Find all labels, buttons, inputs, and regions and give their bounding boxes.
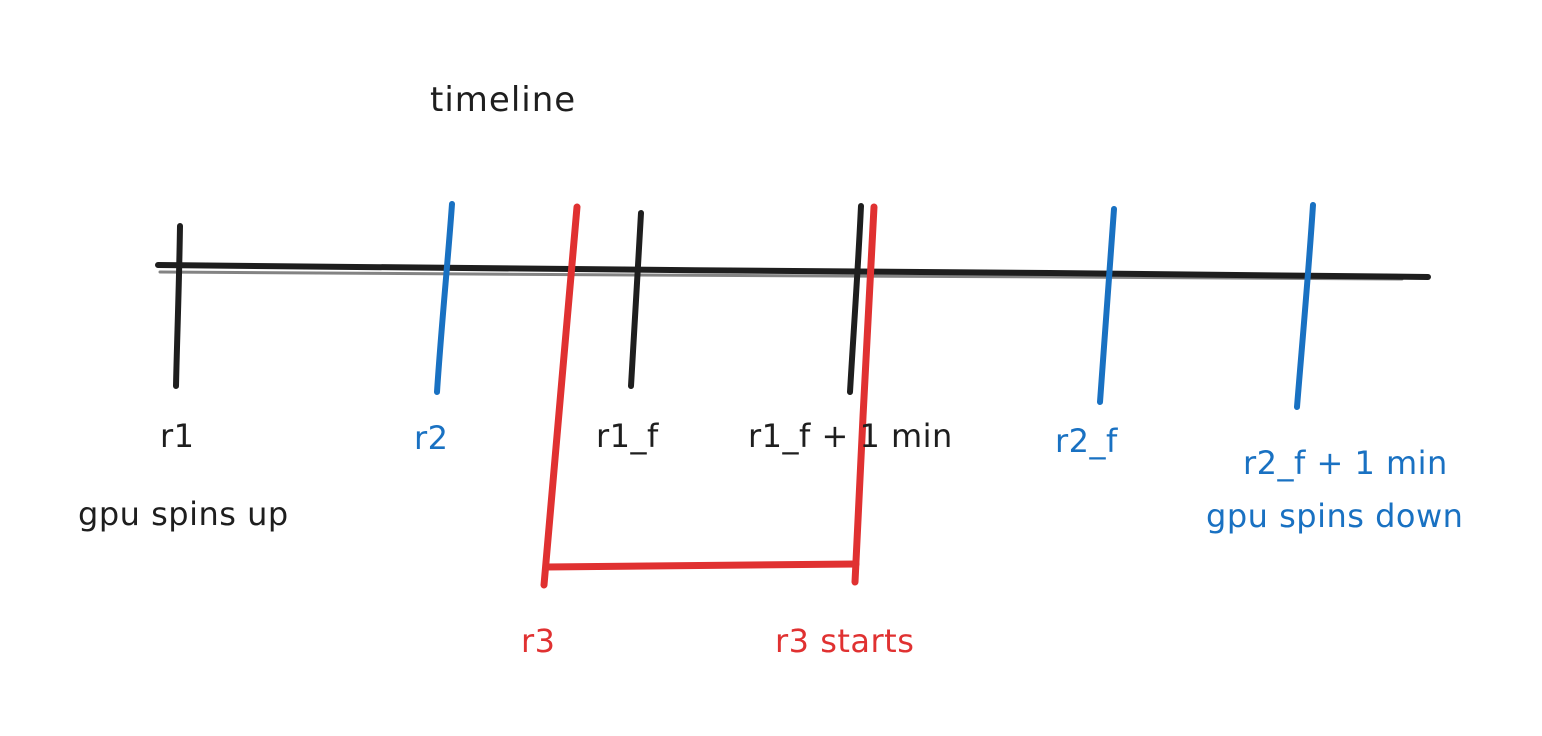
timeline-axis (155, 262, 1431, 281)
bracket-label-r3-starts: r3 starts (775, 622, 915, 660)
tick-r1-f-plus-1min (847, 203, 864, 395)
tick-r2-f (1097, 206, 1117, 405)
tick-label-r2-f: r2_f (1055, 422, 1118, 460)
diagram-title: timeline (430, 80, 577, 120)
tick-r2 (434, 201, 455, 395)
annotation-gpu-spins-up: gpu spins up (78, 495, 289, 533)
tick-r2-f-plus-1min (1294, 202, 1316, 410)
tick-label-r2: r2 (414, 419, 449, 457)
annotation-gpu-spins-down: gpu spins down (1206, 497, 1464, 535)
bracket-label-r3: r3 (521, 622, 556, 660)
bracket-left-line-r3 (540, 203, 581, 589)
bracket-base-r3 (542, 560, 860, 571)
bracket-right-line-r3 (851, 203, 878, 586)
tick-label-r1-f-plus-1min: r1_f + 1 min (748, 417, 953, 455)
tick-label-r2-f-plus-1min: r2_f + 1 min (1243, 444, 1448, 482)
tick-r1-f (628, 210, 644, 389)
tick-r1 (173, 223, 183, 389)
tick-label-r1-f: r1_f (596, 417, 659, 455)
tick-label-r1: r1 (160, 417, 195, 455)
